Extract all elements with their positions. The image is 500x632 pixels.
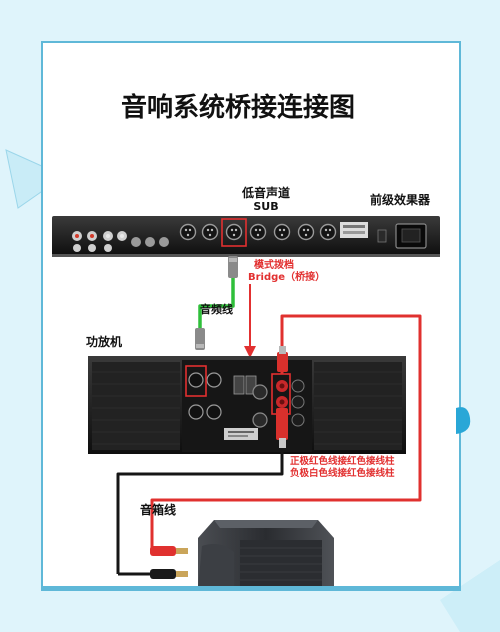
speaker-cable-label: 音箱线 (140, 502, 176, 517)
negative-note: 负极白色线接红色接线柱 (290, 467, 395, 479)
audio-cable-label: 音频线 (200, 302, 233, 316)
subwoofer-speaker (198, 520, 334, 588)
sub-output-highlight (221, 218, 247, 247)
amplifier-label: 功放机 (86, 334, 122, 349)
power-switch (377, 229, 387, 243)
speaker-plugs (150, 546, 188, 579)
page-title: 音响系统桥接连接图 (121, 92, 355, 123)
decor-corner (440, 560, 500, 632)
bridge-label-cn: 模式拨档 (254, 258, 294, 271)
warning-plate (340, 222, 368, 238)
positive-note: 正极红色线接红色接线柱 (290, 455, 395, 467)
audio-cable (195, 256, 238, 350)
bridge-label-en: Bridge（桥接） (248, 270, 325, 283)
card-bottom-edge (42, 586, 460, 590)
mode-switch (233, 375, 245, 395)
red-speaker-wire (150, 314, 422, 552)
bridge-arrow-head (244, 346, 256, 358)
input-highlight (185, 365, 207, 397)
decor-blue-shape (456, 407, 471, 434)
sub-label-en: SUB (253, 200, 278, 213)
processor-device (52, 216, 440, 257)
xlr-outputs (179, 223, 337, 241)
small-jacks (131, 237, 169, 247)
amplifier-device (88, 356, 406, 454)
processor-label: 前级效果器 (370, 192, 431, 207)
sub-label-cn: 低音声道 (241, 185, 290, 200)
